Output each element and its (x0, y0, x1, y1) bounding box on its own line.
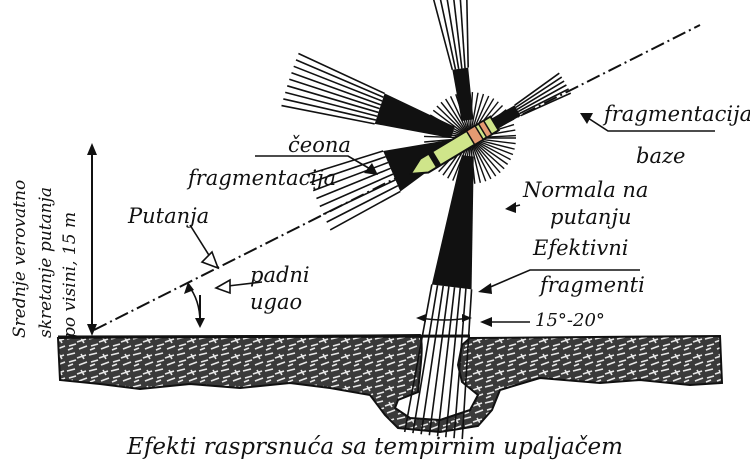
padni-label-1: padni (250, 265, 310, 286)
normala-label-2: putanju (550, 207, 632, 228)
vertical-label-1: Srednje verovatno (12, 180, 29, 338)
efektivni-label-1: Efektivni (533, 238, 629, 259)
vertical-label-3: po visini, 15 m (62, 212, 79, 338)
ground-surface (58, 335, 722, 432)
angle-range-label: 15°-20° (535, 312, 605, 330)
fragment-cone-upper-left (281, 53, 454, 138)
ceona-label-2: fragmentacija (188, 168, 336, 189)
fragment-cone-down (405, 155, 474, 439)
putanja-label: Putanja (128, 206, 209, 227)
normala-label-1: Normala na (523, 180, 648, 201)
ceona-label-1: čeona (288, 135, 351, 156)
ground-line (58, 336, 470, 337)
vertical-label-2: skretanje putanja (38, 187, 55, 338)
padni-label-2: ugao (250, 292, 302, 313)
diagram-caption: Efekti rasprsnuća sa tempirnim upaljačem (0, 436, 750, 459)
fragmentacija-baze-label-2: baze (636, 146, 685, 167)
fragmentacija-baze-label-1: fragmentacija (604, 104, 750, 125)
efektivni-label-2: fragmenti (540, 275, 645, 296)
dimension-arrow-top (87, 143, 97, 155)
fragment-cone-up (432, 0, 474, 121)
